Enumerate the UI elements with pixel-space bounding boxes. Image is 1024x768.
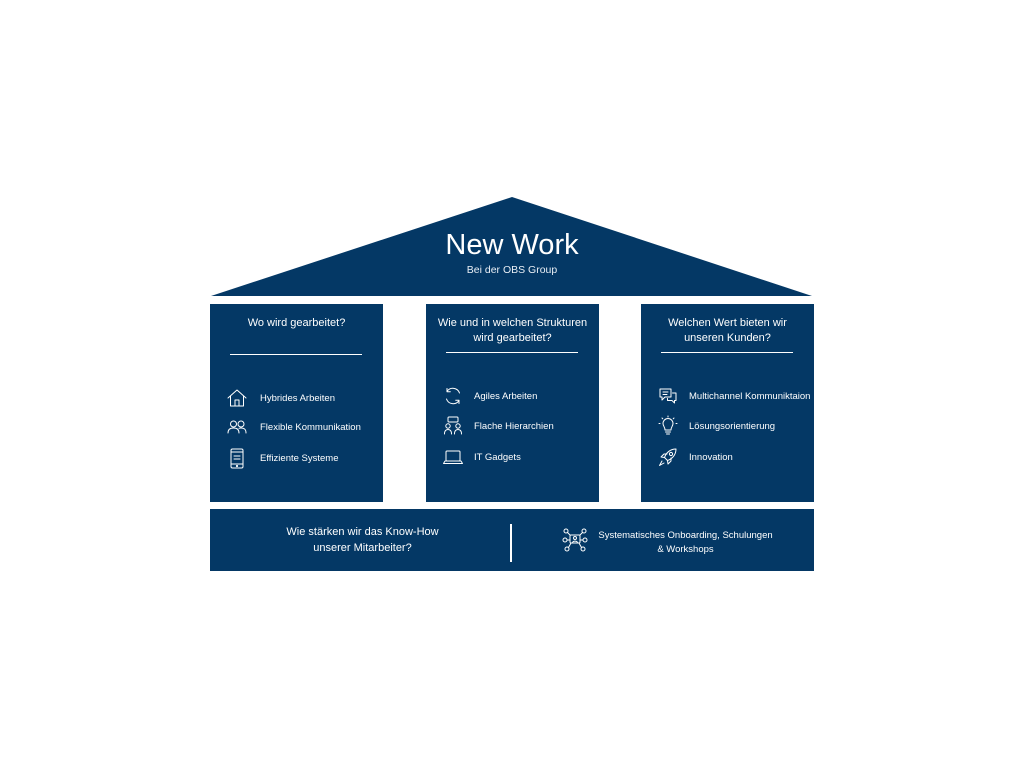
mobile-system-icon — [230, 448, 244, 469]
network-training-icon — [562, 528, 588, 552]
pillar-question: Wo wird gearbeitet? — [247, 317, 346, 329]
divider — [446, 352, 578, 353]
rocket-icon — [659, 448, 677, 466]
list-item: Agiles Arbeiten — [442, 385, 537, 407]
chat-bubbles-icon — [659, 388, 677, 404]
list-item: Effiziente Systeme — [226, 447, 339, 469]
list-item: Hybrides Arbeiten — [226, 387, 335, 409]
divider — [230, 354, 362, 355]
cycle-arrows-icon — [446, 387, 460, 405]
divider — [510, 524, 512, 562]
divider — [661, 352, 793, 353]
item-label: Hybrides Arbeiten — [260, 392, 335, 404]
list-item: Multichannel Kommuniktaion — [657, 385, 810, 407]
laptop-icon — [443, 450, 463, 464]
item-label: Innovation — [689, 451, 733, 463]
item-label: Agiles Arbeiten — [474, 390, 538, 402]
team-hierarchy-icon — [444, 416, 462, 435]
pillar-value: Welchen Wert bieten wir unseren Kunden? … — [641, 304, 814, 502]
page-title: New Work — [445, 229, 579, 261]
list-item: Flache Hierarchien — [442, 415, 554, 437]
list-item: IT Gadgets — [442, 446, 521, 468]
list-item: Flexible Kommunikation — [226, 416, 361, 438]
pillar-question: Welchen Wert bieten wir unseren Kunden? — [668, 317, 787, 344]
item-label: IT Gadgets — [474, 451, 521, 463]
people-icon — [227, 420, 247, 434]
item-label: Flexible Kommunikation — [260, 421, 361, 433]
foundation-question: Wie stärken wir das Know-How unserer Mit… — [286, 526, 439, 554]
item-label: Lösungsorientierung — [689, 420, 776, 432]
item-label: Flache Hierarchien — [474, 420, 554, 432]
house-icon — [227, 389, 247, 407]
pillar-question: Wie und in welchen Strukturen wird gearb… — [437, 317, 588, 344]
foundation-answer: Systematisches Onboarding, Schulungen & … — [598, 530, 773, 555]
foundation: Wie stärken wir das Know-How unserer Mit… — [210, 509, 814, 571]
list-item: Innovation — [657, 446, 733, 468]
item-label: Effiziente Systeme — [260, 452, 339, 464]
pillar-where: Wo wird gearbeitet? Hybrides Arbeiten Fl… — [210, 304, 383, 502]
item-label: Multichannel Kommuniktaion — [689, 390, 811, 402]
list-item: Lösungsorientierung — [657, 415, 775, 437]
pillar-how: Wie und in welchen Strukturen wird gearb… — [426, 304, 599, 502]
page-subtitle: Bei der OBS Group — [466, 264, 558, 276]
lightbulb-icon — [658, 415, 678, 435]
roof-triangle — [211, 197, 812, 296]
